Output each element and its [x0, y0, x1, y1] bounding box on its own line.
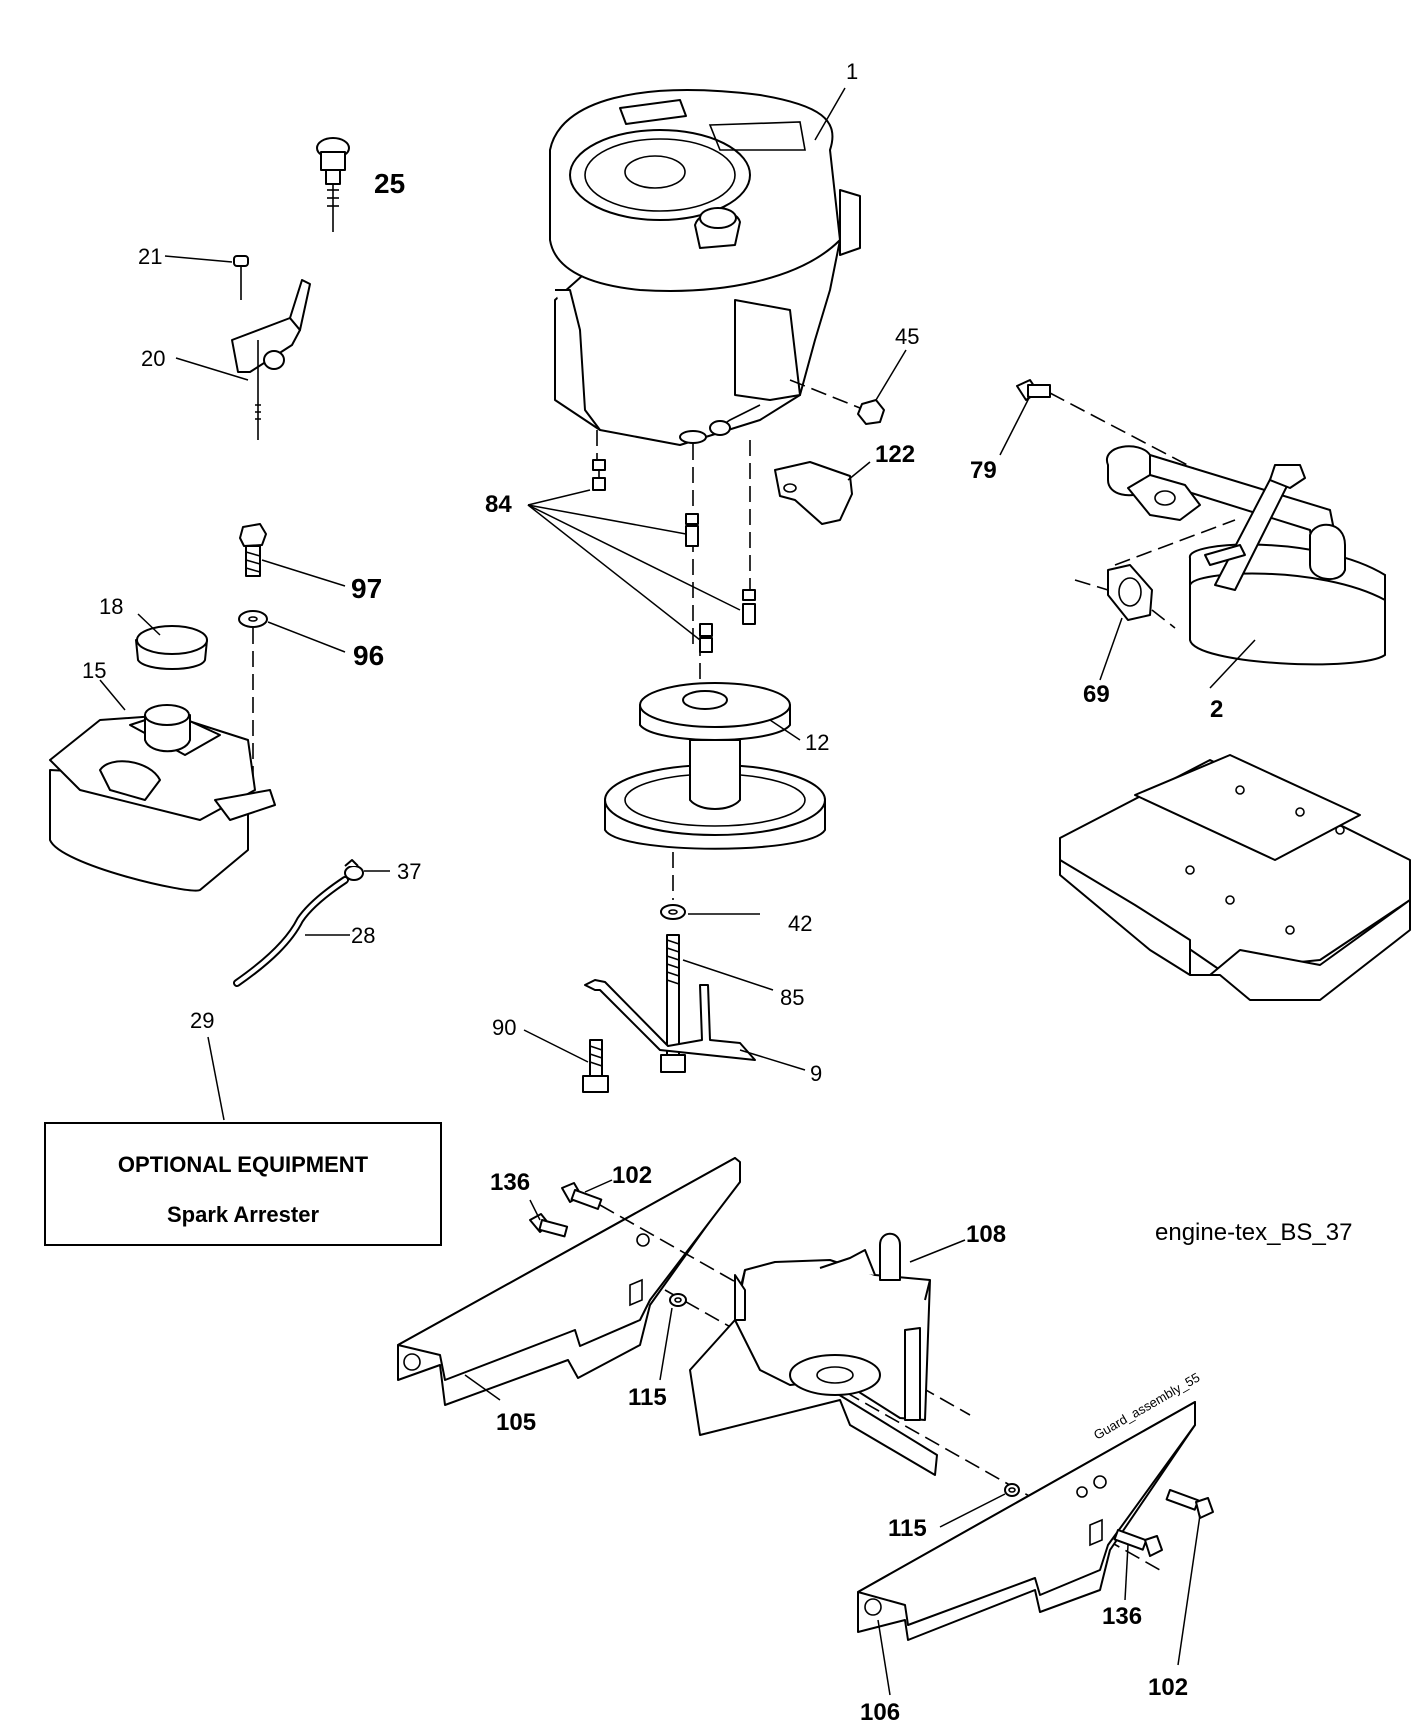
label-fuel-clamp: 37 — [397, 859, 421, 884]
washer-42-part — [660, 904, 686, 920]
label-choke-knob: 25 — [374, 168, 405, 199]
washer-115-top-part — [669, 1293, 687, 1307]
label-engine: 1 — [846, 59, 858, 84]
tank-bolt-part — [239, 523, 267, 577]
fuel-line-part — [233, 876, 349, 987]
optional-equipment-box: OPTIONAL EQUIPMENT Spark Arrester — [44, 1122, 442, 1246]
label-optional-link: 29 — [190, 1008, 214, 1033]
heat-shield-part — [774, 461, 853, 525]
muffler-bolt-part — [1016, 379, 1051, 401]
optional-equipment-title: OPTIONAL EQUIPMENT — [117, 1152, 369, 1177]
tank-washer-part — [238, 610, 268, 628]
label-muffler: 2 — [1210, 696, 1223, 723]
bolt-136-top-part — [529, 1213, 569, 1238]
label-guard-bolt: 90 — [492, 1015, 516, 1040]
engine-bolts-part — [592, 459, 756, 653]
label-crank-bolt: 85 — [780, 985, 804, 1010]
label-fuel-cap: 18 — [99, 594, 123, 619]
fuel-clamp-part — [344, 859, 364, 881]
label-guard-plate: 9 — [810, 1061, 822, 1086]
nut-part — [857, 399, 885, 425]
crank-bolt-part — [660, 934, 686, 1073]
bolt-136-bottom-part — [1113, 1529, 1163, 1557]
label-bolt-102-bottom: 102 — [1148, 1674, 1188, 1701]
label-pulley: 12 — [805, 730, 829, 755]
label-nut: 45 — [895, 324, 919, 349]
fuel-tank-part — [49, 704, 276, 892]
bolt-102-top-part — [561, 1182, 603, 1210]
label-washer-42: 42 — [788, 911, 812, 936]
label-belt-guard: 108 — [966, 1221, 1006, 1248]
label-engine-bolts: 84 — [485, 491, 512, 518]
label-bolt-136-bottom: 136 — [1102, 1603, 1142, 1630]
right-shield-part — [857, 1401, 1196, 1641]
label-gasket: 69 — [1083, 681, 1110, 708]
throttle-control-part — [231, 255, 311, 440]
choke-knob-part — [316, 137, 350, 232]
gasket-part — [1107, 564, 1153, 621]
bolt-102-bottom-part — [1165, 1489, 1214, 1519]
engine-part — [549, 89, 861, 446]
chassis-bracket-part — [1059, 754, 1411, 1001]
label-left-shield: 105 — [496, 1409, 536, 1436]
left-shield-part — [397, 1157, 741, 1406]
label-washer-115-bottom: 115 — [888, 1515, 927, 1542]
label-heat-shield: 122 — [875, 441, 915, 468]
label-washer-115-top: 115 — [628, 1384, 667, 1411]
label-muffler-bolt: 79 — [970, 457, 997, 484]
label-right-shield: 106 — [860, 1699, 900, 1726]
optional-equipment-item: Spark Arrester — [166, 1202, 320, 1227]
label-bolt-136-top: 136 — [490, 1169, 530, 1196]
muffler-part — [1106, 445, 1386, 666]
label-fuel-line: 28 — [351, 923, 375, 948]
label-fuel-tank: 15 — [82, 658, 106, 683]
guard-plate-part — [584, 979, 756, 1061]
label-bolt-102-top: 102 — [612, 1162, 652, 1189]
diagram-reference: engine-tex_BS_37 — [1155, 1219, 1352, 1246]
label-throttle-screw: 21 — [138, 244, 162, 269]
washer-115-bottom-part — [1004, 1483, 1020, 1497]
pulley-part — [604, 682, 826, 850]
label-tank-washer: 96 — [353, 640, 384, 671]
label-tank-bolt: 97 — [351, 573, 382, 604]
guard-bolt-part — [582, 1039, 609, 1093]
label-throttle-control: 20 — [141, 346, 165, 371]
fuel-cap-part — [135, 625, 208, 670]
belt-guard-part — [689, 1232, 938, 1476]
